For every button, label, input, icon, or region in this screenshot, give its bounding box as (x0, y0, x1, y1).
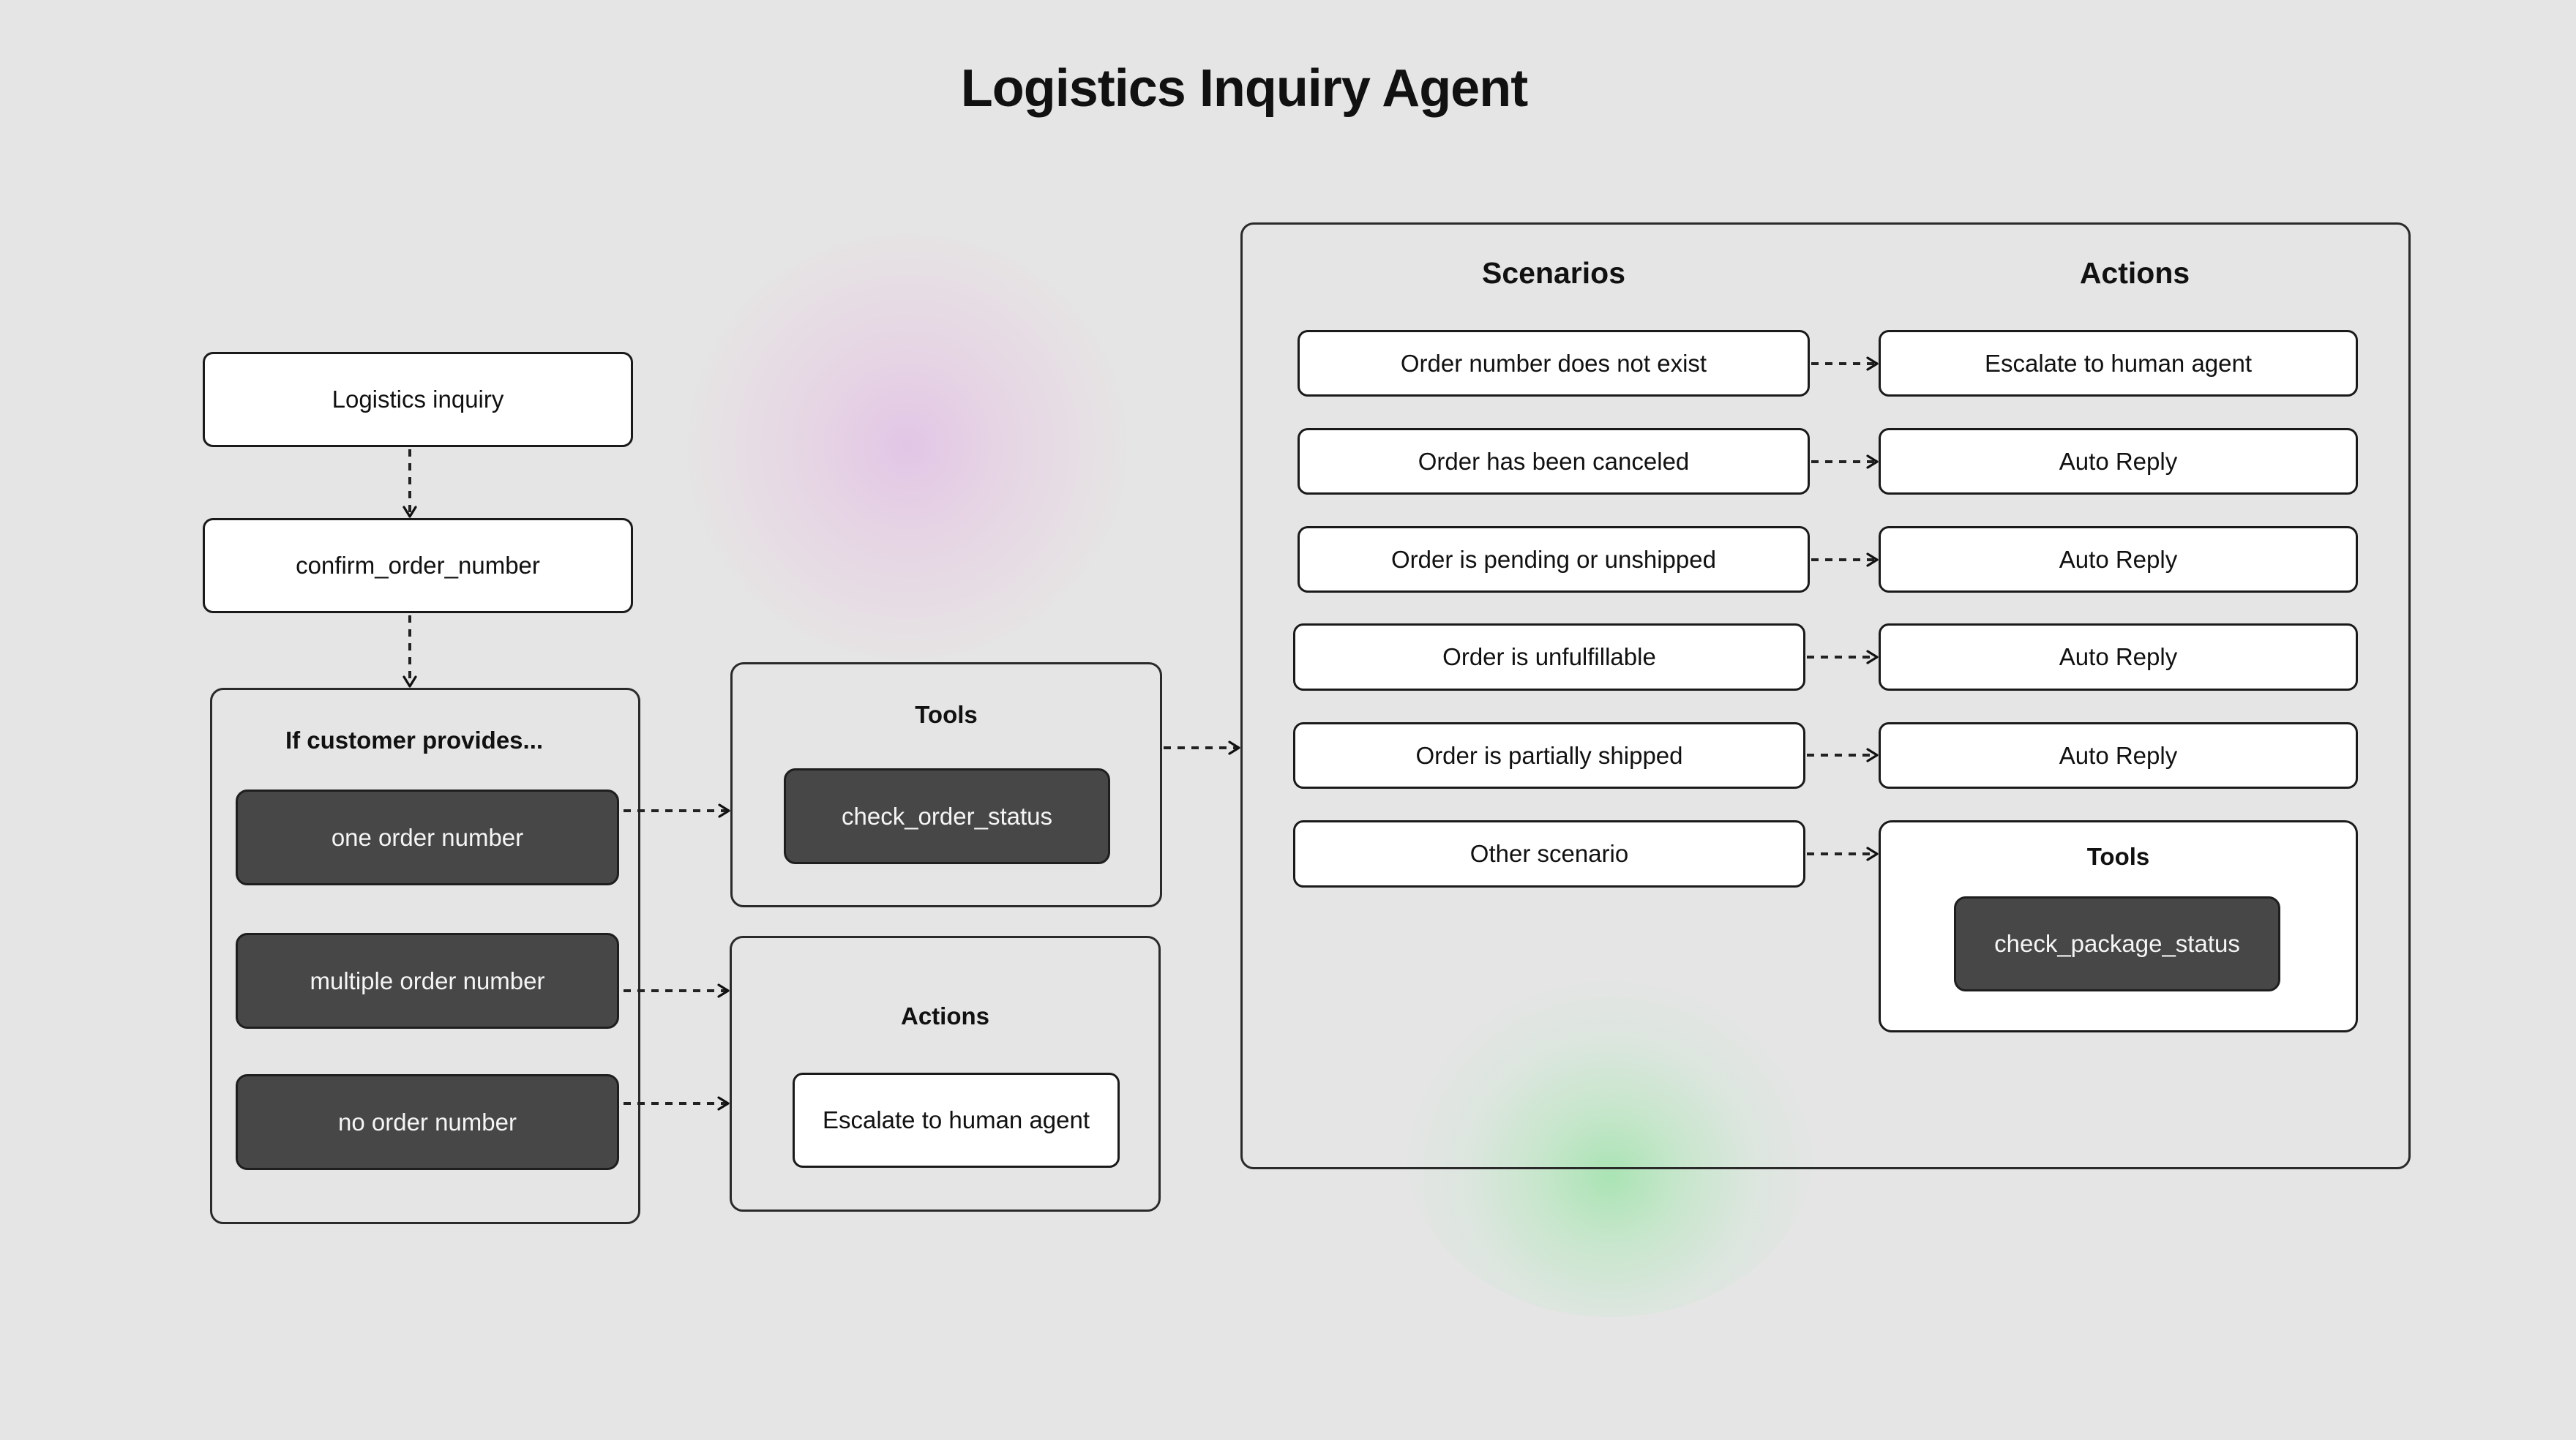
tools-group: Tools (730, 662, 1162, 907)
customer-provides-group: If customer provides... (210, 688, 640, 1224)
node-confirm-order-number[interactable]: confirm_order_number (203, 518, 633, 613)
group-title: Actions (900, 1002, 989, 1030)
action-label: Auto Reply (2059, 643, 2178, 670)
scenario-row-6[interactable]: Other scenario (1293, 820, 1805, 888)
scenario-label: Order is pending or unshipped (1391, 545, 1716, 573)
scenario-label: Order is partially shipped (1415, 741, 1683, 769)
node-label: one order number (331, 823, 524, 851)
group-title: If customer provides... (285, 727, 544, 754)
scenario-label: Order has been canceled (1418, 447, 1690, 475)
node-label: check_package_status (1994, 930, 2240, 957)
scenarios-title: Scenarios (1482, 256, 1625, 290)
decorative-pink-glow (688, 234, 1127, 659)
scenario-label: Other scenario (1469, 840, 1629, 867)
scenario-row-3[interactable]: Order is pending or unshipped (1298, 526, 1810, 593)
action-row-4[interactable]: Auto Reply (1879, 623, 2358, 691)
node-label: multiple order number (310, 967, 545, 994)
node-logistics-inquiry[interactable]: Logistics inquiry (203, 352, 633, 447)
node-label: check_order_status (842, 802, 1052, 830)
scenario-label: Order is unfulfillable (1442, 643, 1656, 670)
node-label: Escalate to human agent (822, 1106, 1090, 1133)
action-row-3[interactable]: Auto Reply (1879, 526, 2358, 593)
action-row-1[interactable]: Escalate to human agent (1879, 330, 2358, 397)
action-row-5[interactable]: Auto Reply (1879, 722, 2358, 789)
action-label: Auto Reply (2059, 545, 2178, 573)
actions-title: Actions (2079, 256, 2190, 290)
node-label: no order number (338, 1108, 517, 1136)
option-no-order-number[interactable]: no order number (236, 1074, 619, 1170)
page-title: Logistics Inquiry Agent (960, 59, 1528, 118)
scenarios-panel (1240, 222, 2411, 1169)
scenario-label: Order number does not exist (1400, 349, 1707, 377)
scenario-row-5[interactable]: Order is partially shipped (1293, 722, 1805, 789)
action-escalate-to-human[interactable]: Escalate to human agent (793, 1073, 1120, 1168)
tool-check-order-status[interactable]: check_order_status (784, 768, 1110, 864)
group-title: Tools (915, 701, 978, 728)
tool-check-package-status[interactable]: check_package_status (1954, 896, 2280, 991)
scenario-row-1[interactable]: Order number does not exist (1298, 330, 1810, 397)
scenario-row-4[interactable]: Order is unfulfillable (1293, 623, 1805, 691)
option-multiple-order-number[interactable]: multiple order number (236, 933, 619, 1029)
action-label: Escalate to human agent (1984, 349, 2253, 377)
action-row-2[interactable]: Auto Reply (1879, 428, 2358, 495)
option-one-order-number[interactable]: one order number (236, 790, 619, 885)
action-label: Auto Reply (2059, 447, 2178, 475)
action-label: Auto Reply (2059, 741, 2178, 769)
node-label: confirm_order_number (296, 552, 540, 579)
actions-group: Actions (730, 936, 1161, 1212)
group-title: Tools (2086, 843, 2150, 870)
node-label: Logistics inquiry (332, 386, 504, 413)
scenario-row-2[interactable]: Order has been canceled (1298, 428, 1810, 495)
